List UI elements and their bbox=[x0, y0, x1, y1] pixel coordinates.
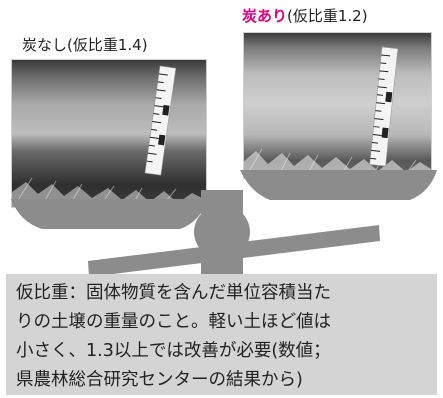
caption-line: 県農林総合研究センターの結果から) bbox=[16, 370, 303, 390]
left-scale-pan bbox=[11, 199, 208, 229]
caption-line: 小さく、1.3以上では改善が必要(数値； bbox=[16, 341, 331, 361]
caption-line: 仮比重：固体物質を含んだ単位容積当た bbox=[16, 283, 331, 303]
label-highlight: 炭あり bbox=[242, 7, 288, 25]
caption-line: りの土壌の重量のこと。軽い土ほど値は bbox=[16, 312, 331, 332]
label-detail: (仮比重1.2) bbox=[287, 7, 368, 25]
label-without-charcoal: 炭なし(仮比重1.4) bbox=[22, 36, 148, 54]
label-with-charcoal: 炭あり(仮比重1.2) bbox=[242, 7, 368, 25]
measuring-ruler bbox=[144, 65, 177, 176]
right-scale-pan bbox=[240, 170, 437, 200]
measuring-ruler bbox=[369, 46, 399, 167]
caption-box: 仮比重：固体物質を含んだ単位容積当た りの土壌の重量のこと。軽い土ほど値は 小さ… bbox=[6, 274, 437, 395]
scale-post bbox=[201, 190, 243, 276]
